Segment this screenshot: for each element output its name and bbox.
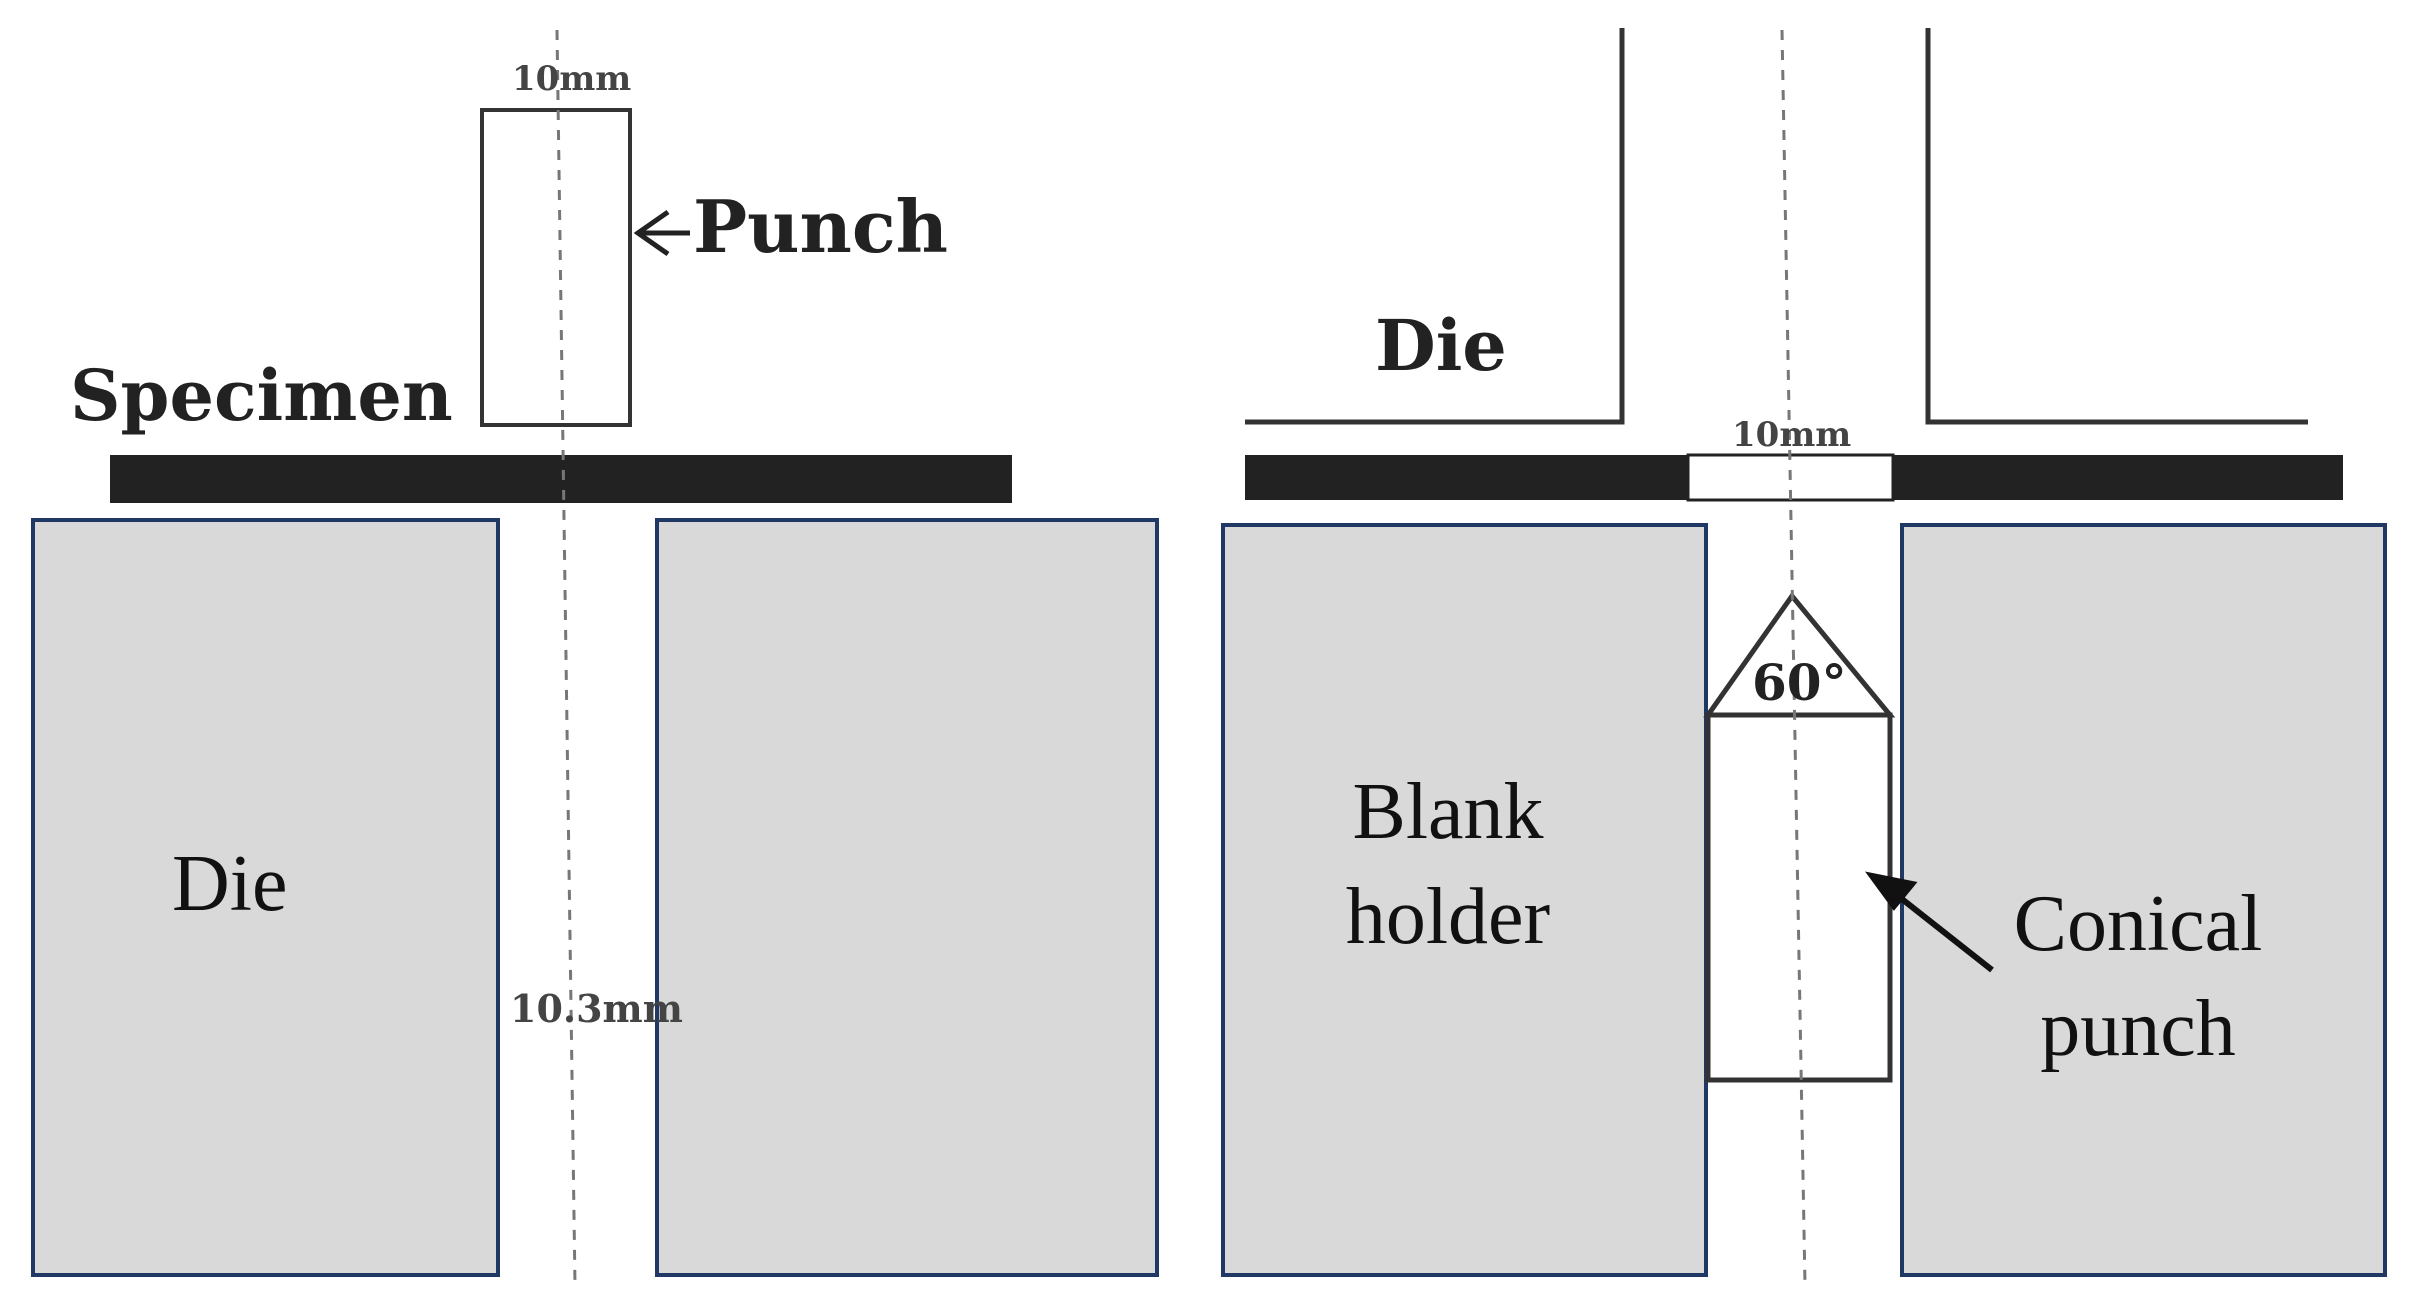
cone-angle-label: 60°	[1752, 653, 1847, 712]
conical-punch-label-line1: Conical	[2014, 880, 2263, 968]
conical-punch-arrow-shaft	[1886, 885, 1994, 973]
specimen-label: Specimen	[70, 354, 453, 437]
blank-holder-right	[1900, 523, 2387, 1277]
left-panel: 10mm Punch Specimen Die 10.3mm	[31, 29, 1159, 1286]
punch-arrow-head	[633, 209, 670, 257]
blank-holder-label-line1: Blank	[1352, 768, 1543, 856]
conical-punch-arrow-head	[1865, 871, 1918, 911]
right-centerline	[1780, 29, 1807, 1286]
right-specimen-left	[1245, 455, 1688, 500]
conical-punch-tip	[1703, 591, 1896, 718]
punch-label: Punch	[693, 184, 948, 269]
right-hole-width-label: 10mm	[1732, 415, 1851, 455]
blank-holder-label-line2: holder	[1346, 873, 1550, 961]
conical-punch-label-line2: punch	[2040, 985, 2236, 1073]
left-die-block-right	[655, 518, 1159, 1277]
right-die-label: Die	[1375, 304, 1507, 387]
left-centerline	[555, 29, 577, 1286]
left-punch	[480, 108, 632, 427]
left-die-label: Die	[172, 840, 288, 928]
right-panel: Die 10mm 60° Blank holder Conical punch	[1221, 28, 2387, 1286]
right-upper-die-right	[1925, 28, 2308, 425]
right-upper-die-left	[1245, 28, 1625, 425]
left-specimen-sheet	[110, 455, 1012, 503]
blank-holder-left	[1221, 523, 1708, 1277]
left-punch-width-label: 10mm	[512, 59, 631, 99]
left-die-block-left	[31, 518, 500, 1277]
left-gap-label: 10.3mm	[510, 986, 683, 1031]
right-specimen-right	[1893, 455, 2343, 500]
